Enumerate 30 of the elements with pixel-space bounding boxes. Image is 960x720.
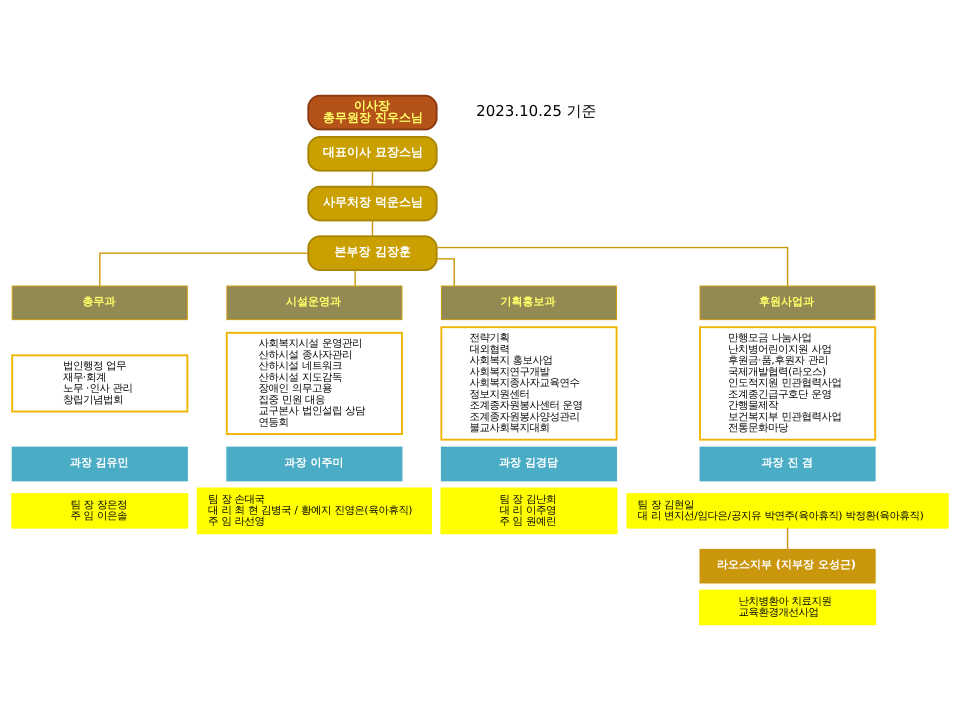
label: 2023.10.25 기준 bbox=[476, 102, 597, 120]
node-box: 라오스지부 (지부장 오성근) bbox=[700, 548, 876, 584]
connector bbox=[436, 246, 788, 286]
node-box: 과장 김유민 bbox=[12, 446, 188, 482]
connector bbox=[372, 170, 374, 187]
node-box: 이사장 총무원장 진우스님 bbox=[307, 94, 438, 130]
node-box: 만행모금 나눔사업 난치병어린이지원 사업 후원금·품,후원자 관리 국제개발협력(라오스) 인도적지원 민관협력사업 조계종긴급구호단 운영 간행물제작 보건복지부 민관협력사업 전통문화마당 bbox=[699, 326, 876, 441]
node-box: 팀 장 장은정 주 임 이은솔 bbox=[11, 493, 188, 529]
node-box: 과장 이주미 bbox=[226, 446, 402, 482]
node-box: 후원사업과 bbox=[700, 286, 876, 320]
connector bbox=[99, 252, 308, 286]
node-box: 사무처장 덕운스님 bbox=[307, 186, 438, 222]
node-box: 대표이사 묘장스님 bbox=[307, 136, 438, 172]
connector bbox=[436, 258, 455, 286]
node-box: 과장 진 겸 bbox=[700, 446, 876, 482]
node-box: 난치병환아 치료지원 교육환경개선사업 bbox=[699, 590, 876, 626]
node-box: 팀 장 김현일 대 리 변지선/임다은/공지유 박연주(육아휴직) 박정환(육아휴직) bbox=[626, 493, 949, 529]
node-box: 법인행정 업무 재무·회계 노무 ·인사 관리 창립기념법회 bbox=[11, 354, 188, 412]
node-box: 팀 장 김난희 대 리 이주영 주 임 원예린 bbox=[440, 487, 618, 534]
node-box: 전략기획 대외협력 사회복지 홍보사업 사회복지연구개발 사회복지종사자교육연수 정보지원센터 조계종자원봉사센터 운영 조계종자원봉사양성관리 불교사회복지대회 bbox=[440, 326, 618, 441]
connector bbox=[786, 528, 788, 549]
node-box: 팀 장 손대국 대 리 최 현 김병국 / 황예지 진영은(육아휴직) 주 임 라선영 bbox=[196, 487, 432, 534]
connector bbox=[354, 270, 356, 286]
node-box: 총무과 bbox=[12, 286, 188, 320]
node-box: 시설운영과 bbox=[226, 286, 402, 320]
node-box: 과장 김경담 bbox=[440, 446, 618, 482]
node-box: 사회복지시설 운영관리 산하시설 종사자관리 산하시설 네트워크 산하시설 지도감독 장애인 의무고용 집중 민원 대응 교구본사 법인설립 상담 연등회 bbox=[226, 332, 403, 435]
node-box: 본부장 김장훈 bbox=[307, 235, 438, 271]
node-box: 기획홍보과 bbox=[440, 286, 618, 320]
connector bbox=[372, 220, 374, 236]
